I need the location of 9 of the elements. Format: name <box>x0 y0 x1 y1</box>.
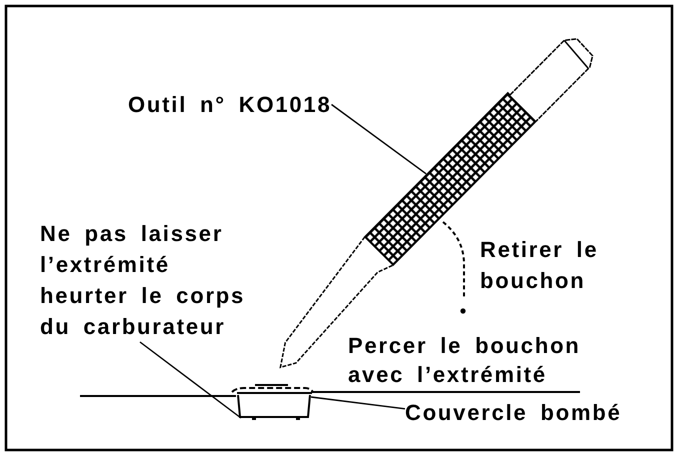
warning-text: Ne pas laisser l’extrémité heurter le corps du carburateur <box>40 218 255 342</box>
leader-line <box>331 104 427 174</box>
domed-cover-illustration <box>231 384 314 420</box>
instruction-text: Percer le bouchon avec l’extrémité <box>348 332 582 389</box>
callout-text: Couvercle bombé <box>405 397 622 428</box>
leader-line <box>310 396 406 410</box>
callout-text: Outil n° KO1018 <box>128 89 332 120</box>
instruction-text: Retirer le bouchon <box>480 236 600 295</box>
leader-line <box>140 341 242 419</box>
